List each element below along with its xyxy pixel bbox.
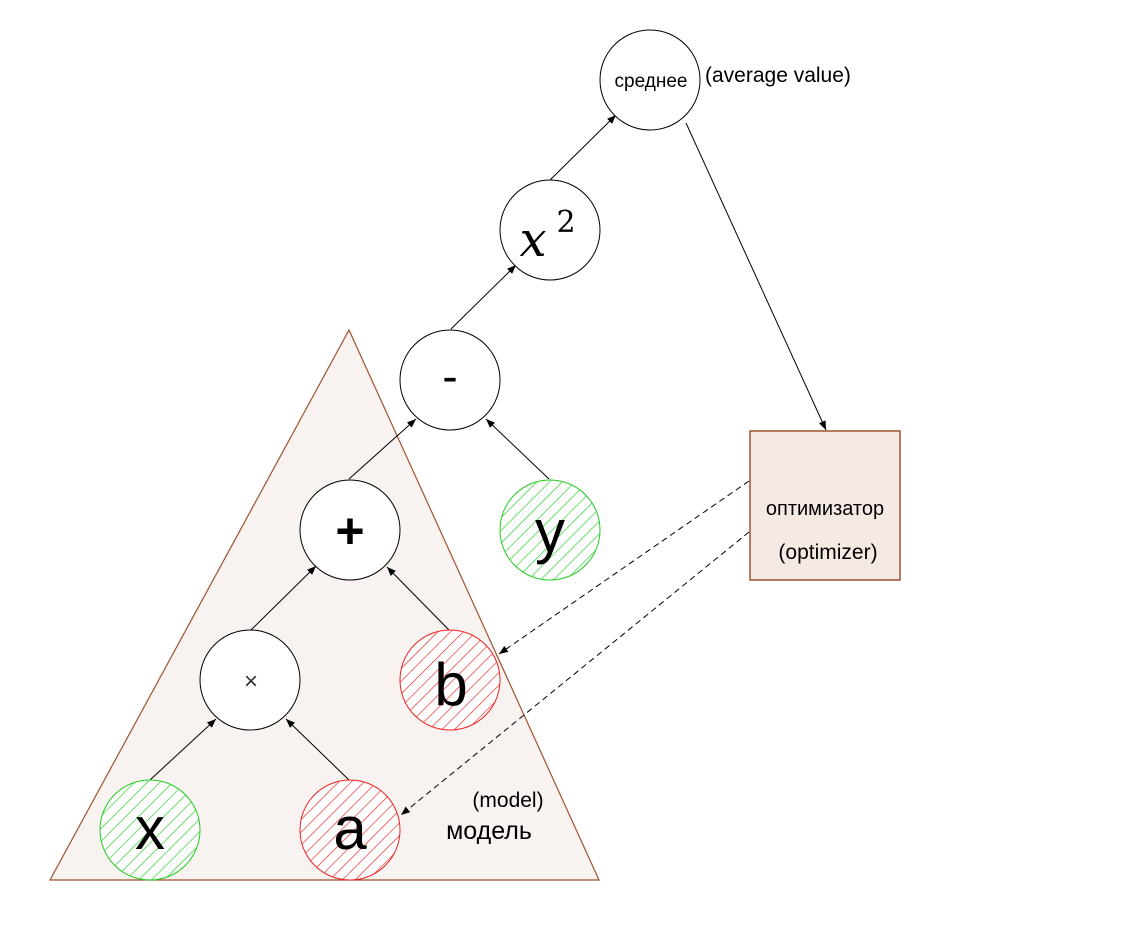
edge-square-to-mean [549,114,617,181]
node-square: x 2 [499,179,601,281]
square-exponent: 2 [556,205,575,240]
model-english-label: (model) [472,789,543,812]
node-mean: среднее [599,29,701,131]
edge-minus-to-square [450,264,517,330]
mean-english-label: (average value) [705,64,851,87]
edge-optimizer-to-b [498,480,750,655]
node-a: a [299,779,401,881]
optimizer-russian-label: оптимизатор [766,498,884,520]
node-y: y [499,479,601,581]
edge-y-to-minus [485,418,550,480]
edge-times-to-plus [250,565,317,631]
x-label: x [135,795,165,862]
node-x: x [99,779,201,881]
model-russian-label: модель [446,817,532,845]
node-times: × [199,629,301,731]
b-label: b [434,651,467,718]
minus-label: - [442,350,457,402]
y-label: y [535,498,565,565]
edge-optimizer-to-a [400,531,750,816]
node-plus: + [299,479,401,581]
mean-label: среднее [615,71,688,92]
model-triangle [48,328,600,881]
edge-a-to-times [285,718,350,781]
optimizer-box [749,430,901,581]
times-label: × [244,668,258,695]
edge-x-to-times [149,718,217,781]
optimizer-update-edges [400,480,750,816]
optimizer-english-label: (optimizer) [778,541,877,564]
plus-label: + [335,503,364,559]
node-b: b [399,629,501,731]
edge-mean-to-optimizer [685,122,827,431]
square-base: x [519,212,546,268]
node-minus: - [399,329,501,431]
graph-edges [149,114,827,781]
edge-b-to-plus [386,566,450,631]
edge-plus-to-minus [348,418,417,480]
a-label: a [333,795,367,862]
